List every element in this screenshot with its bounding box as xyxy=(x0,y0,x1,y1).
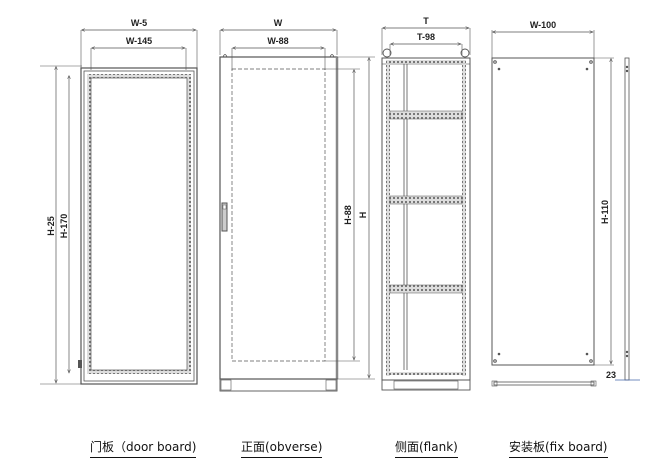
dim-obverse-inner-width: W-88 xyxy=(267,36,288,46)
dim-door-inner-width: W-145 xyxy=(126,36,152,46)
dim-obverse-height: H xyxy=(358,212,368,219)
caption-fix-board: 安装板(fix board) xyxy=(509,438,608,458)
obverse-view xyxy=(219,30,375,392)
dim-flank-inner-depth: T-98 xyxy=(417,32,435,42)
dim-obverse-width: W xyxy=(274,18,283,28)
caption-door-board: 门板（door board) xyxy=(90,438,197,458)
flank-view xyxy=(381,28,471,391)
dim-flank-depth: T xyxy=(423,16,429,26)
dim-door-inner-height: H-170 xyxy=(59,214,69,239)
caption-flank: 侧面(flank) xyxy=(395,438,458,458)
caption-obverse: 正面(obverse) xyxy=(241,438,323,458)
dim-fixboard-thickness: 23 xyxy=(606,370,616,380)
dim-door-outer-height: H-25 xyxy=(46,216,56,236)
door-board-view xyxy=(40,30,198,385)
dim-door-outer-width: W-5 xyxy=(131,18,147,28)
dim-fixboard-height: H-110 xyxy=(600,200,610,224)
fix-board-view xyxy=(491,30,640,387)
dim-fixboard-width: W-100 xyxy=(530,20,556,30)
dim-obverse-inner-height: H-88 xyxy=(343,205,353,225)
